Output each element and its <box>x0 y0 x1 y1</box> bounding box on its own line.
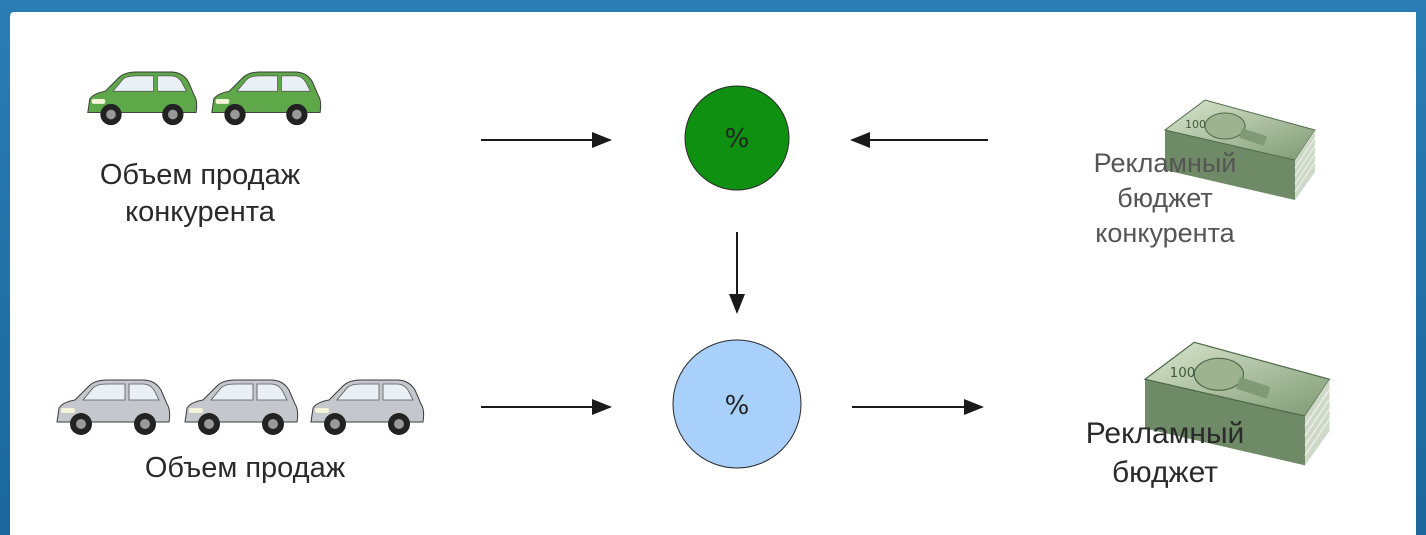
own-share-symbol: % <box>725 391 750 421</box>
own-sales-label: Объем продаж <box>144 452 346 484</box>
competitor-share-circle <box>684 85 790 191</box>
green-cars-icon <box>87 71 322 126</box>
own-share-circle <box>672 339 802 469</box>
silver-cars-icon <box>56 379 425 436</box>
competitor-sales-label: Объем продаж конкурента <box>99 159 301 229</box>
competitor-budget-label: Рекламный бюджет конкурента <box>1093 148 1237 249</box>
competitor-share-symbol: % <box>725 124 750 154</box>
own-budget-label: Рекламный бюджет <box>1085 417 1245 489</box>
